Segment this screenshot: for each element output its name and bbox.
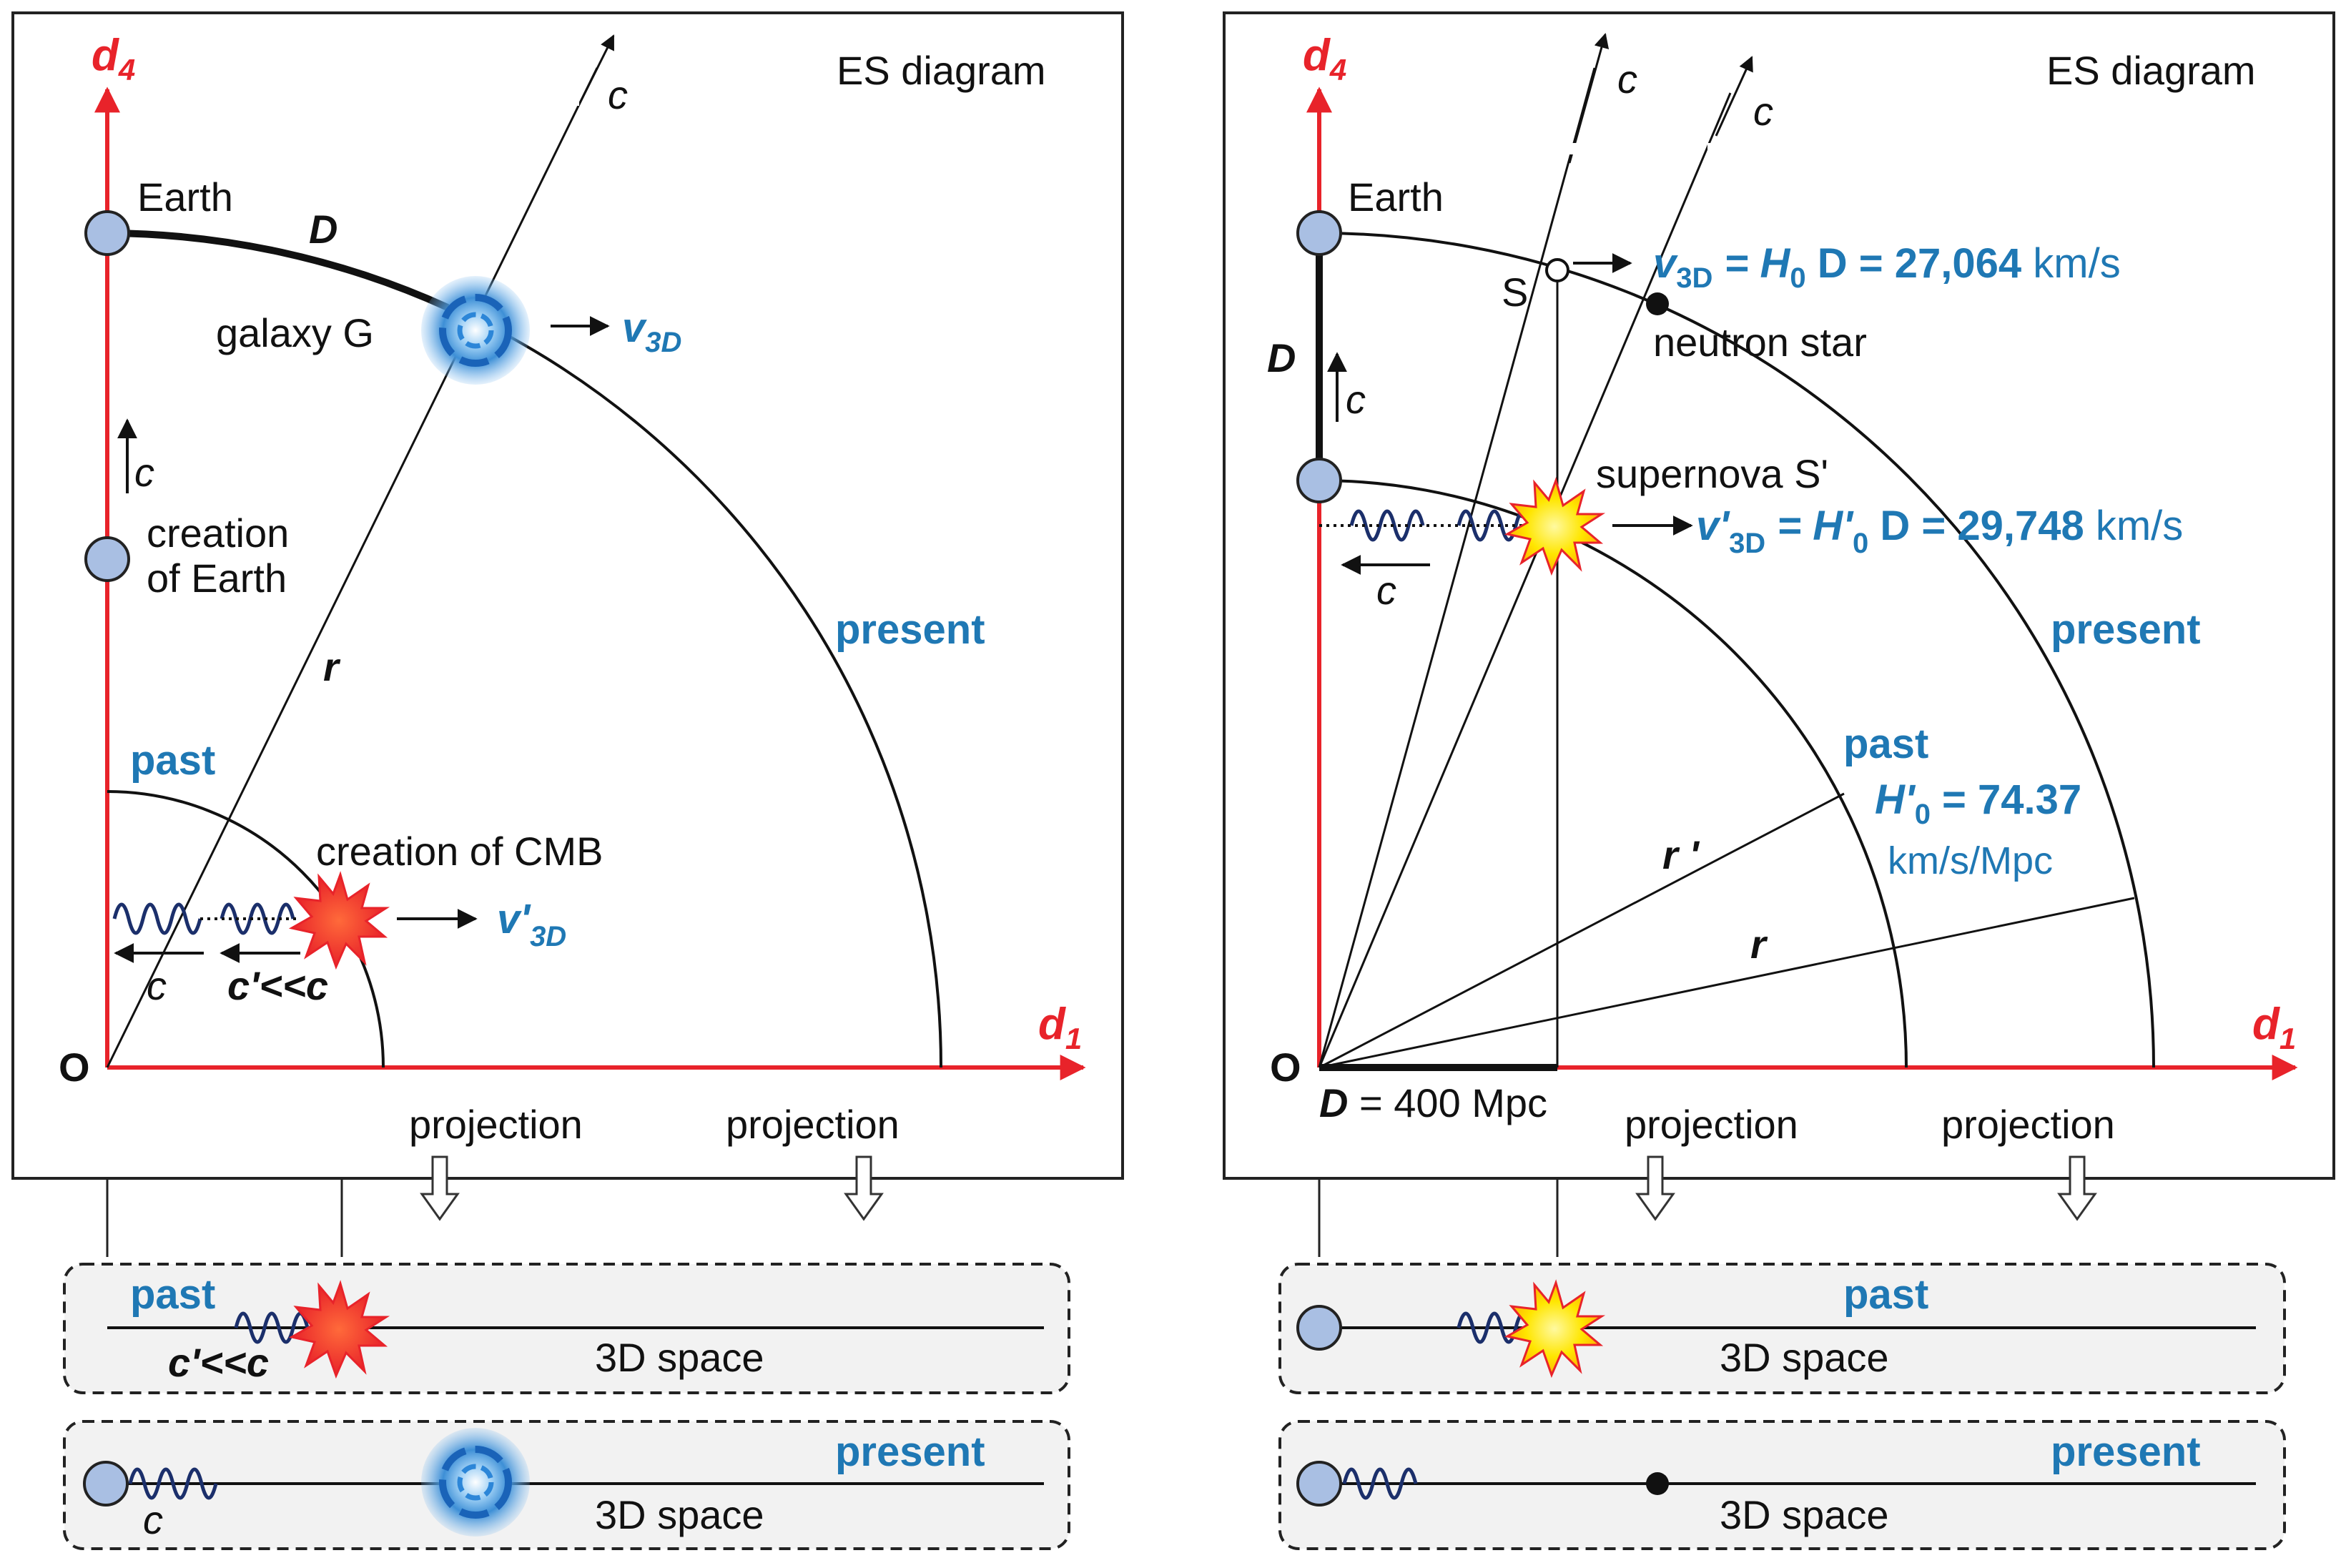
left-box1-wave (234, 1311, 310, 1344)
left-r-label: r (323, 644, 341, 689)
right-projection-2: projection (1941, 1102, 2115, 1147)
right-s-point (1545, 258, 1569, 282)
right-c-left-label: c (1376, 568, 1396, 613)
left-creation-cmb-label: creation of CMB (316, 829, 603, 874)
left-c-left-label: c (147, 963, 167, 1008)
left-ray-arrow (576, 34, 615, 108)
left-c-up-label: c (134, 450, 154, 495)
right-box2-space: 3D space (1720, 1492, 1889, 1537)
left-earth-label: Earth (137, 174, 233, 220)
right-box2-neutron-star-point (1646, 1472, 1669, 1495)
right-box2-earth-circle (1296, 1461, 1342, 1507)
right-projection-1: projection (1625, 1102, 1798, 1147)
left-box1-space: 3D space (595, 1335, 764, 1380)
right-projection-arrow-1 (1635, 1155, 1675, 1221)
right-box1-label: past (1843, 1271, 1928, 1318)
left-ray-c: c (608, 72, 628, 117)
left-cmb-burst-icon (288, 871, 390, 970)
right-title: ES diagram (2046, 48, 2256, 93)
right-present-label: present (2051, 606, 2201, 653)
right-earth-label: Earth (1348, 174, 1444, 220)
left-projection-1: projection (409, 1102, 583, 1147)
left-origin: O (59, 1045, 90, 1090)
right-r-prime-label: r ' (1662, 832, 1700, 877)
left-galaxy-label: galaxy G (216, 310, 374, 355)
right-ray-2 (1318, 92, 1732, 1068)
left-c-prime-label: c'<<c (227, 963, 328, 1008)
right-ray-2-arrow (1715, 56, 1753, 137)
right-ray-1-c: c (1617, 56, 1637, 102)
left-light-ray (106, 67, 598, 1068)
left-present-label: present (835, 606, 985, 653)
left-panel: ES diagram d4 d1 O c Earth D galaxy G v3… (11, 11, 1124, 1550)
right-axis-x-label: d1 (2252, 1000, 2296, 1055)
right-earth-circle (1296, 210, 1342, 256)
left-axis-x-label: d1 (1038, 1000, 1082, 1055)
right-earth-past-circle (1296, 458, 1342, 503)
left-creation-earth-circle (84, 536, 130, 582)
left-title: ES diagram (837, 48, 1046, 93)
left-creation-earth-2: of Earth (147, 556, 287, 601)
left-box1-c: c'<<c (168, 1340, 269, 1385)
right-supernova-label: supernova S' (1596, 451, 1828, 496)
left-past-label: past (130, 737, 215, 784)
right-past-label: past (1843, 721, 1928, 767)
right-ray-r (1319, 897, 2135, 1069)
left-creation-earth-1: creation (147, 511, 289, 556)
left-axis-y-label: d4 (92, 31, 135, 87)
left-distance-d-arc (107, 230, 450, 311)
left-wave-1 (112, 902, 202, 935)
left-box2-galaxy-icon (421, 1428, 530, 1537)
left-box2-space: 3D space (595, 1492, 764, 1537)
right-ray-1 (1318, 67, 1596, 1068)
right-axis-y-label: d4 (1303, 31, 1346, 87)
right-box1-space: 3D space (1720, 1335, 1889, 1380)
right-c-up-label: c (1346, 377, 1366, 422)
left-earth-circle (84, 210, 130, 256)
left-projection-arrow-2 (844, 1155, 884, 1221)
left-v3d-label: v3D (622, 305, 681, 358)
right-box2-wave (1342, 1467, 1418, 1500)
right-vprime-equation: v'3D = H'0 D = 29,748 km/s (1696, 503, 2183, 559)
right-neutron-star-point (1646, 292, 1669, 315)
left-box2-wave (128, 1467, 218, 1500)
right-past-arc (1319, 479, 1908, 1068)
right-origin: O (1270, 1045, 1301, 1090)
right-supernova-burst-icon (1504, 477, 1606, 576)
left-past-arc (107, 790, 385, 1068)
right-distance-label: D = 400 Mpc (1319, 1080, 1547, 1125)
right-ray-r-prime (1319, 792, 1845, 1069)
right-v3d-equation: v3D = H0 D = 27,064 km/s (1653, 240, 2121, 294)
right-wave-2 (1457, 509, 1532, 542)
right-r-label: r (1750, 922, 1768, 967)
right-d-label: D (1267, 335, 1296, 380)
left-galaxy-icon (421, 276, 530, 385)
right-h0p-label: H'0 = 74.37 (1875, 776, 2081, 830)
left-box2-c: c (143, 1497, 163, 1542)
right-box1-earth-circle (1296, 1305, 1342, 1351)
right-projection-arrow-2 (2057, 1155, 2097, 1221)
right-box2-label: present (2051, 1429, 2201, 1475)
left-d-label: D (309, 207, 337, 252)
right-ray-1-arrow (1568, 32, 1610, 164)
right-present-arc (1319, 232, 2155, 1068)
right-h0p-unit: km/s/Mpc (1888, 839, 2053, 882)
left-projection-2: projection (726, 1102, 900, 1147)
right-ray-2-c: c (1753, 89, 1773, 134)
right-panel: ES diagram d4 d1 O c c Earth S (1223, 11, 2335, 1550)
right-s-label: S (1502, 270, 1528, 315)
right-box1-wave (1457, 1311, 1532, 1344)
right-neutron-star-label: neutron star (1653, 320, 1867, 365)
left-wave-2 (220, 902, 295, 935)
left-box2-label: present (835, 1429, 985, 1475)
left-box2-earth-circle (83, 1461, 129, 1507)
left-v3d-prime-label: v'3D (497, 896, 566, 952)
left-projection-arrow-1 (420, 1155, 460, 1221)
right-wave-1 (1349, 509, 1425, 542)
left-box1-label: past (130, 1271, 215, 1318)
